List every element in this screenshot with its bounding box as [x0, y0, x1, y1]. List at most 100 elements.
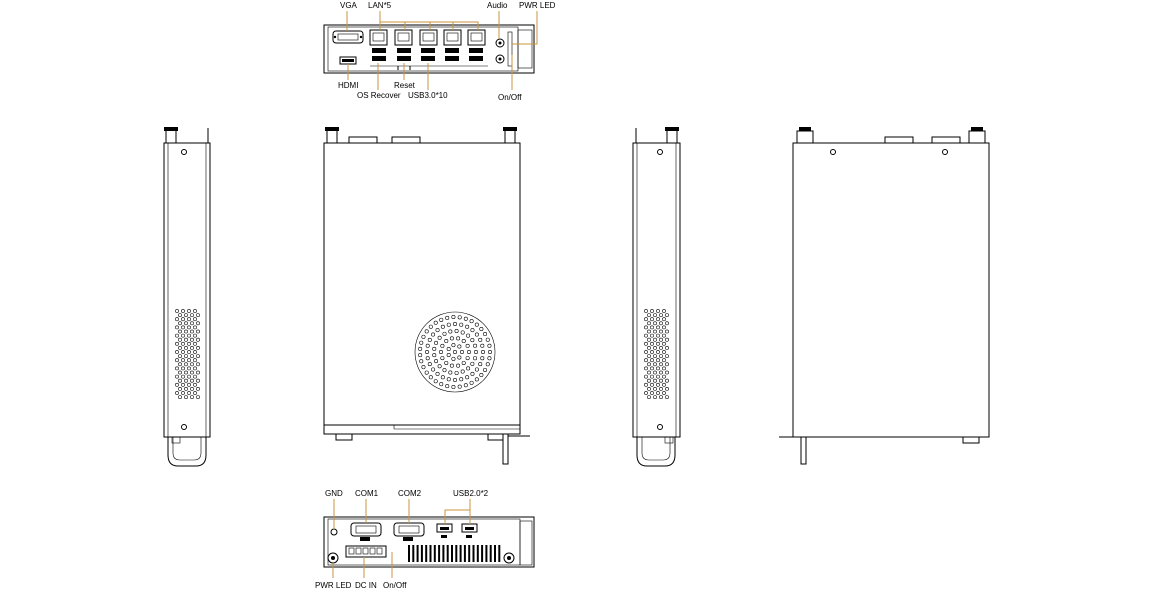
fan-hole — [433, 379, 438, 384]
vent-hole — [184, 354, 188, 359]
fan-grille — [414, 311, 496, 393]
fan-hole — [449, 336, 454, 341]
vent-hole — [650, 325, 654, 330]
vent-hole — [178, 362, 182, 367]
vent-hole — [187, 341, 191, 346]
vent-hole — [644, 333, 648, 338]
usb2-label: USB2.0*2 — [453, 489, 489, 498]
vent-hole — [175, 350, 179, 354]
vent-hole — [647, 354, 651, 359]
vent-hole — [653, 395, 657, 400]
vent-hole — [184, 329, 188, 334]
vent-hole — [187, 374, 191, 379]
vent-hole — [178, 378, 182, 383]
fan-hole — [465, 343, 470, 348]
heatsink-fin — [489, 545, 492, 562]
fan-hole — [483, 367, 488, 372]
fan-hole — [439, 317, 444, 322]
vent-hole — [193, 317, 197, 322]
vent-hole — [178, 313, 182, 318]
fan-hole — [444, 339, 449, 344]
vent-hole — [662, 366, 666, 371]
vent-hole — [665, 345, 669, 350]
vent-hole — [650, 382, 654, 387]
reset-label: Reset — [394, 81, 416, 90]
vent-hole — [656, 358, 660, 363]
fan-hole — [421, 365, 426, 370]
vent-hole — [184, 313, 188, 318]
fan-hole — [446, 322, 451, 327]
vent-hole — [665, 321, 669, 326]
vent-hole — [650, 366, 654, 371]
fan-hole — [473, 356, 478, 361]
vent-hole — [175, 358, 179, 363]
fan-hole — [448, 329, 453, 334]
vent-hole — [647, 337, 651, 342]
heatsink-fin — [472, 545, 475, 562]
vent-hole — [181, 382, 185, 387]
vent-hole — [653, 329, 657, 334]
fan-hole — [459, 322, 464, 327]
vent-hole — [665, 329, 669, 334]
vent-hole — [662, 350, 666, 354]
fan-hole — [418, 346, 423, 351]
vent-hole — [647, 321, 651, 326]
fan-hole — [446, 377, 451, 382]
fan-hole — [451, 384, 456, 389]
vent-hole — [175, 333, 179, 338]
vent-hole — [196, 354, 200, 359]
heatsink-fin — [481, 545, 484, 562]
vent-hole — [187, 325, 191, 330]
fan-hole — [435, 371, 440, 376]
vent-hole — [181, 333, 185, 338]
fan-hole — [432, 353, 437, 358]
fan-hole — [454, 329, 459, 334]
vent-hole — [187, 391, 191, 395]
vent-hole — [181, 358, 185, 363]
vent-hole — [647, 329, 651, 334]
bottom-view — [779, 127, 990, 465]
vent-hole — [175, 317, 179, 322]
vent-hole — [662, 341, 666, 346]
vent-hole — [190, 386, 194, 391]
vent-hole — [662, 382, 666, 387]
usb3-ports — [372, 48, 483, 61]
fan-hole — [438, 349, 443, 354]
fan-hole — [427, 337, 432, 342]
heatsink-fin — [416, 545, 419, 562]
vent-hole — [193, 382, 197, 387]
vent-hole — [647, 370, 651, 375]
fan-hole — [465, 356, 470, 361]
fan-hole — [469, 319, 474, 324]
vga-port — [332, 30, 364, 44]
fan-hole — [478, 362, 483, 367]
fan-hole — [466, 349, 471, 354]
fan-hole — [487, 343, 492, 348]
hdmi-label: HDMI — [338, 81, 358, 90]
fan-hole — [435, 328, 440, 333]
fan-hole — [466, 366, 471, 371]
vent-hole — [178, 321, 182, 326]
fan-hole — [425, 343, 430, 348]
vent-hole — [184, 378, 188, 383]
audio-label: Audio — [487, 1, 508, 10]
heatsink-fin — [429, 545, 432, 562]
fan-hole — [432, 346, 437, 351]
vent-hole — [181, 366, 185, 371]
vent-hole — [665, 386, 669, 391]
fan-hole — [470, 361, 475, 366]
fan-hole — [452, 349, 457, 354]
vent-hole — [196, 370, 200, 375]
hdmi-port — [339, 56, 357, 65]
fan-hole — [442, 331, 447, 336]
os-recover-label: OS Recover — [357, 91, 401, 100]
vent-hole — [190, 378, 194, 383]
fan-hole — [470, 338, 475, 343]
vent-hole — [662, 333, 666, 338]
vent-hole — [184, 395, 188, 400]
fan-hole — [465, 375, 470, 380]
vent-hole — [175, 391, 179, 395]
vent-hole — [665, 395, 669, 400]
fan-hole — [452, 377, 457, 382]
